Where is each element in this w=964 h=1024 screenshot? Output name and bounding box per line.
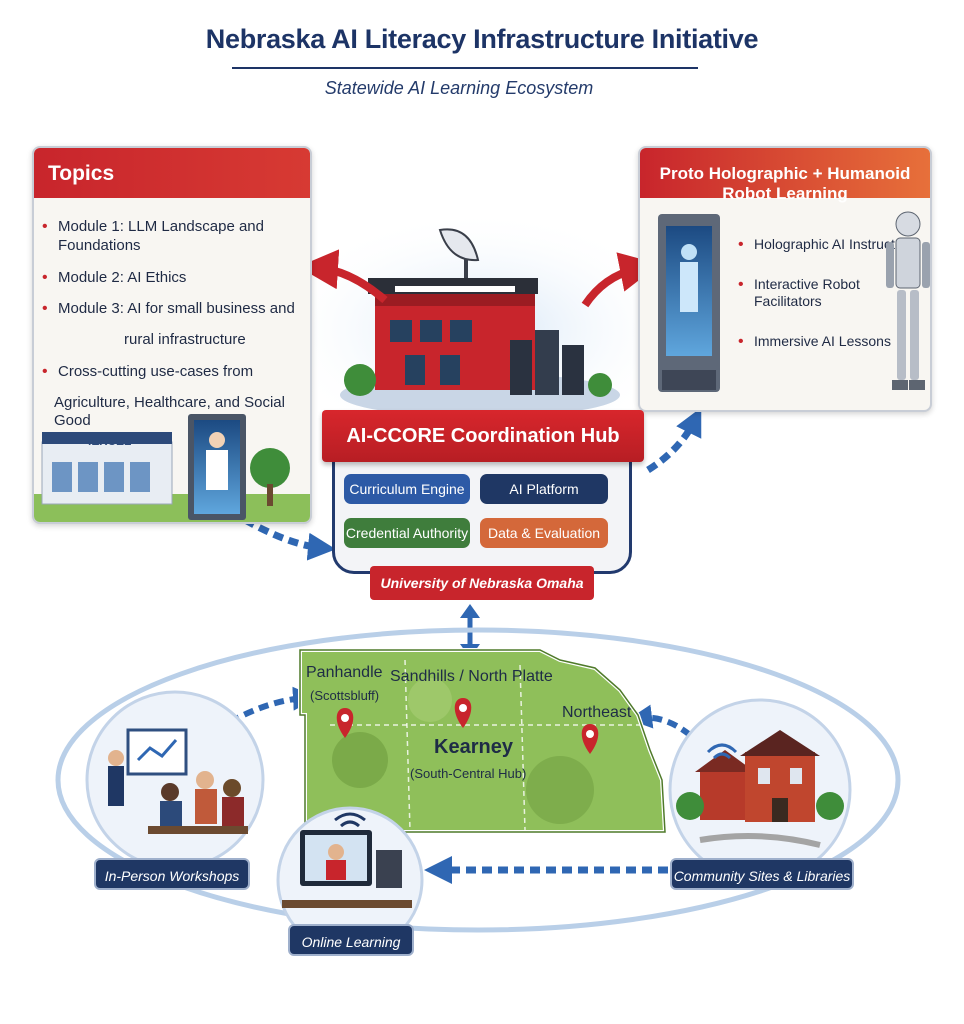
page-title: Nebraska AI Literacy Infrastructure Init… [205,24,759,54]
list-item: Module 1: LLM Landscape and Foundations [42,217,310,256]
holographic-list: Holographic AI Instructors Interactive R… [738,235,928,363]
nebraska-map [298,648,668,834]
workshop-scene-icon [85,690,265,870]
curriculum-engine-badge: Curriculum Engine [344,474,470,504]
page-subtitle: Statewide AI Learning Ecosystem [324,78,594,98]
holographic-panel: Proto Holographic + Humanoid Robot Learn… [638,146,932,412]
list-item-continuation: Agriculture, Healthcare, and Social Good [54,393,285,430]
region-label-panhandle-city: (Scottsbluff) [310,688,380,703]
topics-list: Module 1: LLM Landscape and Foundations … [42,217,310,444]
hub-title: AI-CCORE Coordination Hub [322,410,644,462]
online-learning-scene-icon [276,806,424,954]
region-label-kearney-note: (South-Central Hub) [410,766,527,781]
hub-host-banner: University of Nebraska Omaha [370,566,594,600]
region-label-panhandle: Panhandle [306,664,383,681]
map-pin-icon [581,724,599,754]
list-item-continuation: rural infrastructure [124,331,246,348]
library-building-icon [668,698,852,882]
topics-heading: Topics [34,148,310,198]
list-item: Holographic AI Instructors [738,235,928,254]
hub-building-icon [340,228,620,417]
credential-authority-badge: Credential Authority [344,518,470,548]
community-sites-tag: Community Sites & Libraries [670,858,854,890]
region-label-kearney: Kearney [434,736,513,758]
building-sign: iEXCEL [88,434,132,448]
region-label-sandhills: Sandhills / North Platte [390,668,553,685]
hologram-kiosk-icon [658,214,720,392]
topics-panel: Topics Module 1: LLM Landscape and Found… [32,146,312,524]
list-item: Module 2: AI Ethics [42,268,310,288]
in-person-workshops-tag: In-Person Workshops [94,858,250,890]
online-learning-tag: Online Learning [288,924,414,956]
map-pin-icon [336,708,354,738]
map-pin-icon [454,698,472,728]
list-item: Module 3: AI for small business and rura… [42,299,310,350]
list-item: Cross-cutting use-cases from Agriculture… [42,362,310,431]
holographic-heading: Proto Holographic + Humanoid Robot Learn… [640,148,930,203]
list-item: Immersive AI Lessons [738,332,928,351]
humanoid-robot-icon [886,211,930,390]
region-label-northeast: Northeast [562,704,632,721]
campus-building-icon [34,414,310,522]
list-item: Interactive Robot Facilitators [738,275,928,311]
data-evaluation-badge: Data & Evaluation [480,518,608,548]
ai-platform-badge: AI Platform [480,474,608,504]
